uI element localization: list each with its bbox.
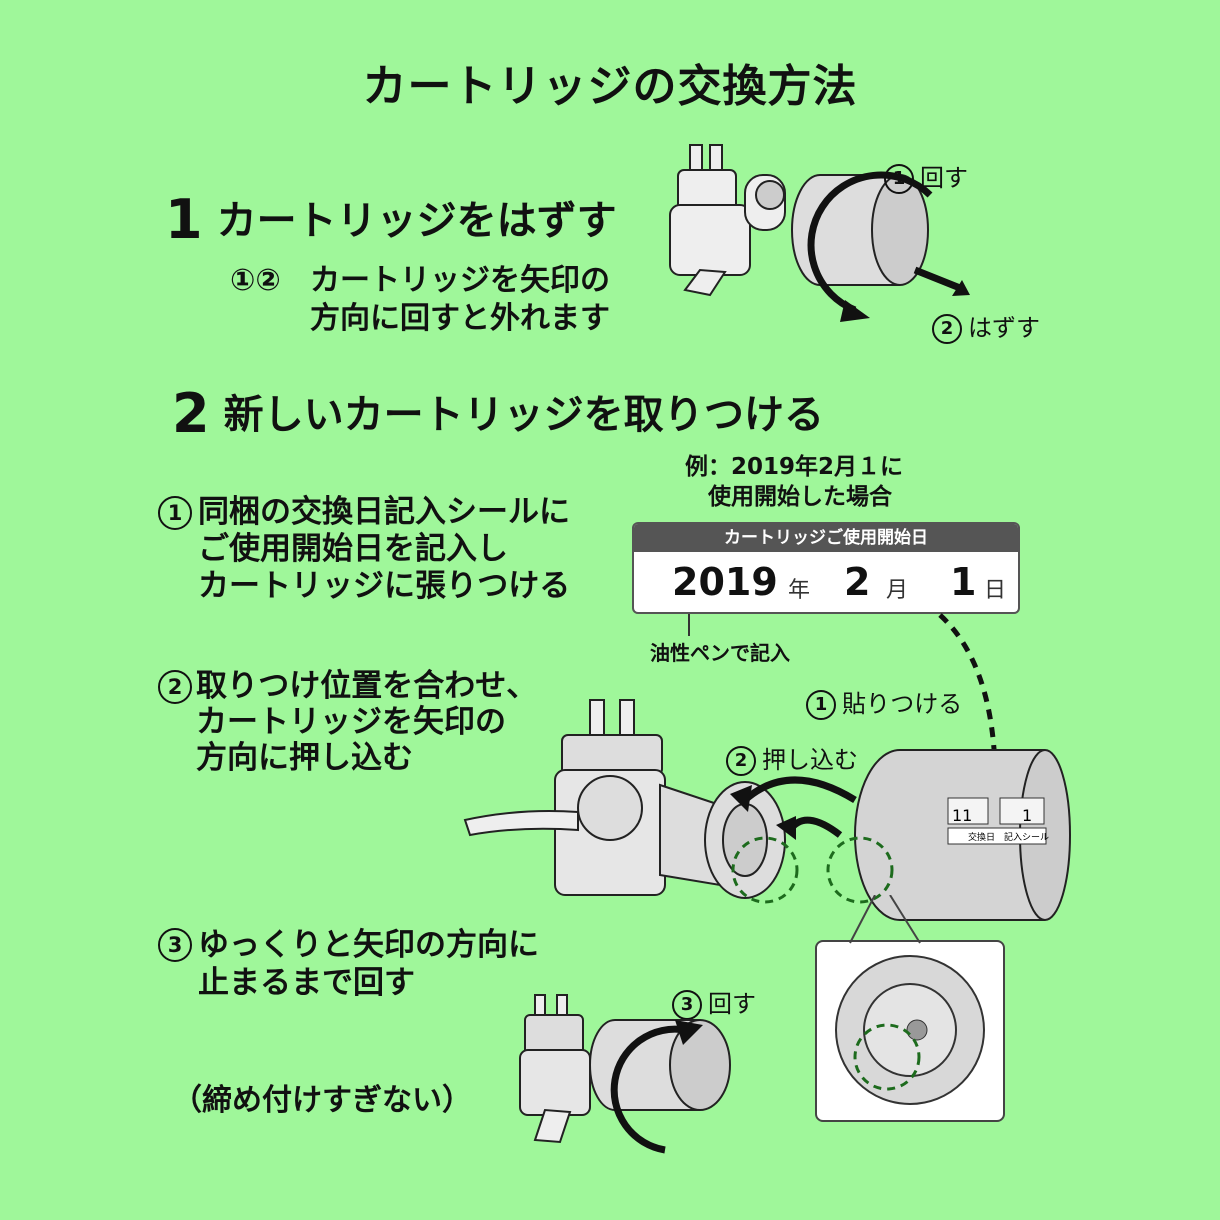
step1-description: カートリッジを矢印の 方向に回すと外れます bbox=[310, 263, 610, 336]
circled-number: 1 bbox=[806, 690, 836, 720]
step2-heading-text: 新しいカートリッジを取りつける bbox=[223, 392, 824, 438]
substep3-text: ゆっくりと矢印の方向に 止まるまで回す bbox=[198, 927, 539, 1001]
example-note: 例：2019年2月１に 使用開始した場合 bbox=[685, 454, 904, 510]
step1-number: 1 bbox=[165, 188, 203, 251]
step2-heading: 2 新しいカートリッジを取りつける bbox=[172, 382, 824, 445]
page-title: カートリッジの交換方法 bbox=[362, 61, 858, 112]
step1-markers: ①② bbox=[230, 263, 281, 298]
circled-number: 2 bbox=[726, 746, 756, 776]
inset-connector bbox=[849, 895, 921, 944]
sticker-text: 交換日 記入シール bbox=[968, 831, 1049, 843]
substep2-text: 取りつけ位置を合わせ、 カートリッジを矢印の 方向に押し込む bbox=[196, 668, 538, 776]
card-month: 2 bbox=[844, 560, 871, 604]
card-month-unit: 月 bbox=[886, 578, 909, 603]
cartridge-removal-illustration bbox=[669, 144, 970, 322]
overtighten-note: （締め付けすぎない） bbox=[172, 1083, 472, 1118]
cartridge-turn-illustration bbox=[519, 994, 731, 1154]
pen-note-pointer bbox=[688, 614, 690, 636]
substep1-text: 同梱の交換日記入シールに ご使用開始日を記入し カートリッジに張りつける bbox=[198, 494, 571, 604]
circled-number: 1 bbox=[158, 496, 192, 530]
card-year: 2019 bbox=[672, 560, 778, 604]
step1-heading-text: カートリッジをはずす bbox=[216, 198, 617, 244]
circled-number: 2 bbox=[932, 314, 962, 344]
cartridge-install-illustration: 交換日 記入シール 11 1 bbox=[463, 699, 1071, 921]
step2-number: 2 bbox=[172, 382, 210, 445]
sticker-number-a: 11 bbox=[952, 806, 972, 825]
detail-inset-drawing bbox=[835, 955, 985, 1105]
start-date-label-card: カートリッジご使用開始日 2019 年 2 月 1 日 bbox=[632, 522, 1020, 614]
pen-note: 油性ペンで記入 bbox=[650, 641, 790, 665]
card-day: 1 bbox=[950, 560, 977, 604]
sticker-number-b: 1 bbox=[1022, 806, 1032, 825]
circled-number: 2 bbox=[158, 670, 192, 704]
card-year-unit: 年 bbox=[788, 578, 811, 603]
circled-number: 3 bbox=[158, 928, 192, 962]
circled-number: 1 bbox=[884, 164, 914, 194]
card-day-unit: 日 bbox=[984, 578, 1007, 603]
card-header: カートリッジご使用開始日 bbox=[634, 524, 1018, 552]
detail-inset bbox=[815, 940, 1005, 1122]
step1-heading: 1 カートリッジをはずす bbox=[165, 188, 617, 251]
